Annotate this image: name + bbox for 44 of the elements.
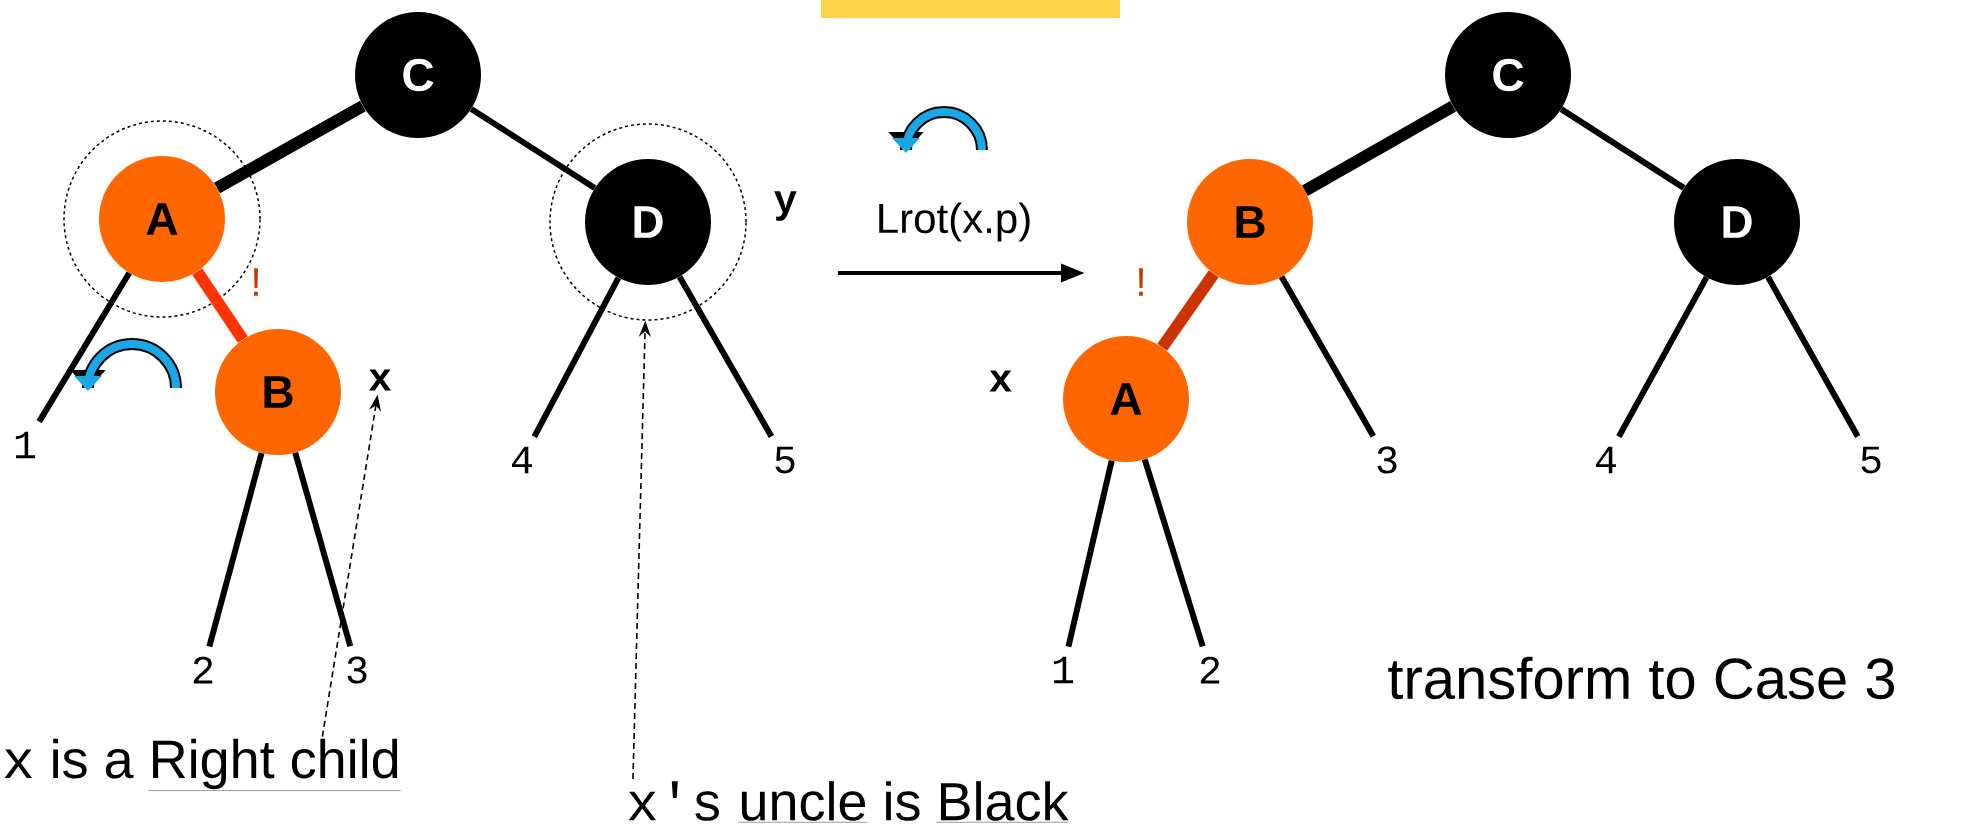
subtree-label: 4 bbox=[1596, 446, 1616, 474]
subtree-label: 4 bbox=[512, 446, 532, 474]
variable-label: y bbox=[774, 191, 797, 221]
tree-edge bbox=[1157, 270, 1219, 351]
tree-edge bbox=[676, 275, 775, 438]
warning-mark: ! bbox=[1139, 268, 1143, 296]
tree-edge bbox=[469, 106, 597, 191]
tree-edge bbox=[1765, 275, 1861, 438]
subtree-label: 5 bbox=[775, 446, 795, 474]
subtree-label: 1 bbox=[15, 431, 36, 459]
tree-edge bbox=[214, 100, 366, 194]
tree-edge bbox=[531, 276, 622, 439]
subtree-label: 2 bbox=[193, 656, 213, 684]
warning-mark: ! bbox=[254, 268, 258, 296]
subtree-label: 3 bbox=[347, 656, 367, 684]
tree-edge bbox=[1616, 275, 1710, 439]
subtree-label: 2 bbox=[1200, 656, 1220, 684]
tree-edge bbox=[1141, 458, 1206, 648]
note-text: x's uncle is Black bbox=[628, 781, 1069, 823]
tree-edge bbox=[1065, 459, 1115, 648]
note-text: x is a Right child bbox=[4, 738, 401, 791]
tree-node: B bbox=[1187, 159, 1313, 285]
tree-node: C bbox=[355, 12, 481, 138]
tree-node: C bbox=[1445, 12, 1571, 138]
tree-node: A bbox=[99, 156, 225, 282]
subtree-label: 1 bbox=[1053, 656, 1074, 684]
variable-label: x bbox=[368, 369, 392, 391]
dashed-circle bbox=[549, 123, 747, 321]
tree-edge bbox=[1301, 101, 1457, 196]
subtree-label: 3 bbox=[1377, 446, 1397, 474]
caption-text: transform to Case 3 bbox=[1388, 656, 1895, 700]
tree-edge bbox=[292, 451, 354, 648]
tree-edge bbox=[36, 271, 132, 424]
subtree-label: 5 bbox=[1861, 446, 1881, 474]
tree-node: D bbox=[585, 159, 711, 285]
tree-edge bbox=[1559, 106, 1686, 191]
tree-node: B bbox=[215, 329, 341, 455]
variable-label: x bbox=[989, 370, 1012, 392]
tree-edge bbox=[206, 452, 265, 648]
dashed-circle bbox=[63, 120, 261, 318]
tree-edge bbox=[1278, 275, 1376, 438]
tree-node: D bbox=[1674, 159, 1800, 285]
rotation-label: Lrot(x.p) bbox=[879, 202, 1030, 242]
tree-node: A bbox=[1063, 336, 1189, 462]
